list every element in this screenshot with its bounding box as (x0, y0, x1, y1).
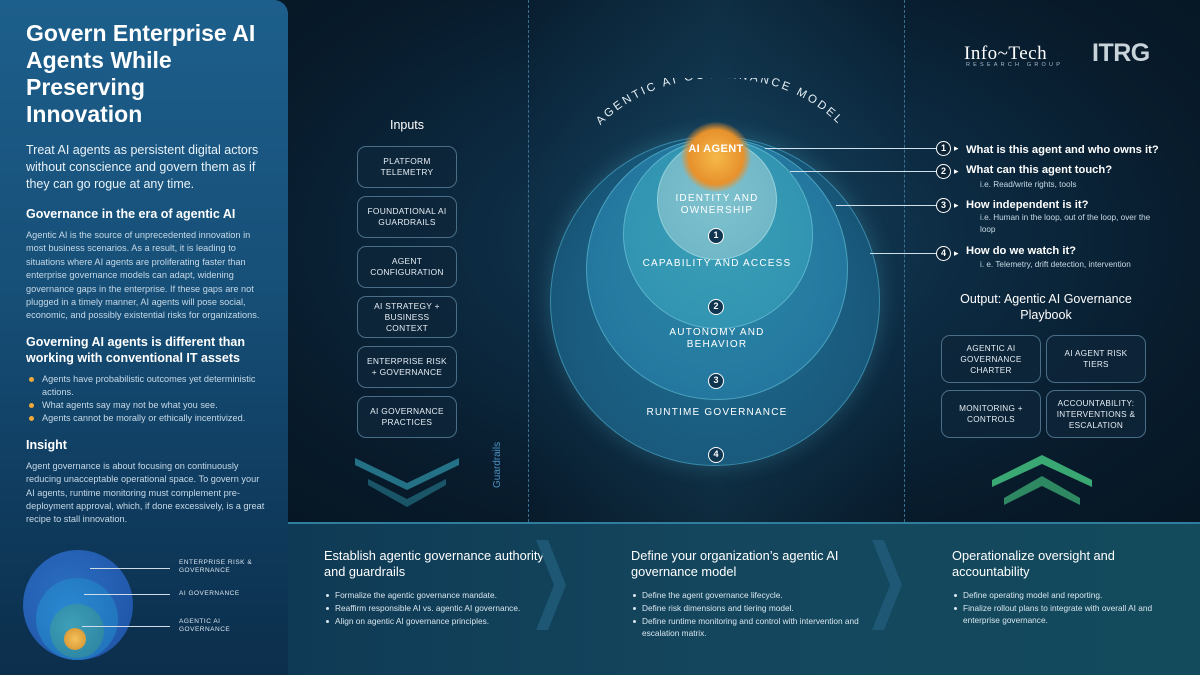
model-title-arc: AGENTIC AI GOVERNANCE MODEL (594, 78, 846, 127)
layer-label-identity: IDENTITY AND OWNERSHIP (675, 193, 759, 216)
input-ai-governance-practices: AI GOVERNANCE PRACTICES (357, 396, 457, 438)
difference-list: Agents have probabilistic outcomes yet d… (26, 373, 266, 425)
governance-scope-diagram: ENTERPRISE RISK & GOVERNANCE AI GOVERNAN… (20, 540, 280, 670)
input-foundational-guardrails: FOUNDATIONAL AI GUARDRAILS (357, 196, 457, 238)
arrow-right-icon: ▸ (954, 200, 959, 210)
output-divider (904, 0, 905, 522)
input-enterprise-risk: ENTERPRISE RISK + GOVERNANCE (357, 346, 457, 388)
layer-label-capability: CAPABILITY AND ACCESS (642, 258, 792, 269)
output-title: Output: Agentic AI Governance Playbook (960, 292, 1132, 322)
step-3-heading: Operationalize oversight and accountabil… (952, 548, 1115, 579)
infotech-logo: Info~Tech (964, 43, 1048, 64)
question-2: What can this agent touch? (966, 164, 1113, 176)
bullet-dot-icon (29, 415, 34, 421)
layer-number-1: 1 (708, 228, 724, 244)
output-up-chevron-icon (992, 455, 1092, 505)
label-agentic-governance: AGENTIC AI GOVERNANCE (179, 618, 231, 633)
bullet-dot-icon (29, 402, 34, 408)
step-2-heading: Define your organization’s agentic AI go… (631, 548, 839, 579)
output-governance-charter: AGENTIC AI GOVERNANCE CHARTER (941, 335, 1041, 383)
list-item: Align on agentic AI governance principle… (324, 616, 544, 628)
step-3: Operationalize oversight and accountabil… (952, 548, 1172, 628)
question-connector (836, 205, 936, 206)
list-item: Define runtime monitoring and control wi… (631, 616, 861, 639)
layer-label-autonomy: AUTONOMY AND BEHAVIOR (669, 327, 765, 350)
question-1: What is this agent and who owns it? (966, 144, 1159, 156)
step-3-list: Define operating model and reporting. Fi… (952, 590, 1172, 626)
list-item: Formalize the agentic governance mandate… (324, 590, 544, 602)
list-item: Agents cannot be morally or ethically in… (26, 412, 266, 425)
step-2-list: Define the agent governance lifecycle. D… (631, 590, 861, 639)
insight-body: Agent governance is about focusing on co… (26, 460, 265, 525)
arrow-right-icon: ▸ (954, 166, 959, 176)
question-3: How independent is it? (966, 199, 1089, 211)
arrow-right-icon: ▸ (954, 248, 959, 258)
step-1-heading: Establish agentic governance authority a… (324, 548, 544, 579)
label-enterprise-risk: ENTERPRISE RISK & GOVERNANCE (179, 559, 253, 574)
question-connector (870, 253, 936, 254)
list-item: What agents say may not be what you see. (26, 399, 266, 412)
question-number-2: 2 (936, 164, 951, 179)
input-platform-telemetry: PLATFORM TELEMETRY (357, 146, 457, 188)
step-1-list: Formalize the agentic governance mandate… (324, 590, 544, 628)
output-risk-tiers: AI AGENT RISK TIERS (1046, 335, 1146, 383)
guardrails-label: Guardrails (492, 441, 503, 488)
inputs-down-chevron-icon (355, 458, 459, 507)
question-number-1: 1 (936, 141, 951, 156)
page-title: Govern Enterprise AI Agents While Preser… (26, 20, 256, 127)
layer-label-runtime: RUNTIME GOVERNANCE (646, 407, 788, 418)
step-1: Establish agentic governance authority a… (324, 548, 544, 629)
question-4-detail: i. e. Telemetry, drift detection, interv… (980, 260, 1131, 269)
list-item: Reaffirm responsible AI vs. agentic AI g… (324, 603, 544, 615)
list-item: Define the agent governance lifecycle. (631, 590, 861, 602)
question-number-3: 3 (936, 198, 951, 213)
input-agent-configuration: AGENT CONFIGURATION (357, 246, 457, 288)
question-connector (790, 171, 936, 172)
inputs-title: Inputs (389, 118, 425, 132)
output-monitoring-controls: MONITORING + CONTROLS (941, 390, 1041, 438)
question-connector (765, 148, 936, 149)
list-item: Define risk dimensions and tiering model… (631, 603, 861, 615)
svg-text:AGENTIC AI GOVERNANCE MODEL: AGENTIC AI GOVERNANCE MODEL (594, 78, 846, 127)
itrg-logo: ITRG (1092, 39, 1150, 67)
list-item: Finalize rollout plans to integrate with… (952, 603, 1172, 626)
chevron-right-icon (536, 540, 566, 630)
step-2: Define your organization’s agentic AI go… (631, 548, 861, 641)
agent-core-circle (64, 628, 86, 650)
output-accountability: ACCOUNTABILITY: INTERVENTIONS & ESCALATI… (1046, 390, 1146, 438)
leader-line (84, 594, 170, 595)
model-title: AGENTIC AI GOVERNANCE MODEL (594, 78, 843, 127)
question-4: How do we watch it? (966, 245, 1077, 257)
ai-agent-core (681, 122, 751, 192)
section-heading-era: Governance in the era of agentic AI (26, 207, 236, 221)
chevron-right-icon (872, 540, 902, 630)
question-2-detail: i.e. Read/write rights, tools (980, 180, 1077, 189)
infotech-logo-subtitle: RESEARCH GROUP (966, 62, 1064, 68)
list-item: Agents have probabilistic outcomes yet d… (26, 373, 266, 399)
layer-number-2: 2 (708, 299, 724, 315)
leader-line (82, 626, 170, 627)
guardrail-divider (528, 0, 529, 522)
section-heading-different: Governing AI agents is different than wo… (26, 334, 246, 365)
question-number-4: 4 (936, 246, 951, 261)
label-ai-governance: AI GOVERNANCE (179, 590, 240, 597)
layer-number-3: 3 (708, 373, 724, 389)
steps-band (288, 522, 1200, 675)
layer-number-4: 4 (708, 447, 724, 463)
leader-line (90, 568, 170, 569)
ai-agent-label: AI AGENT (688, 143, 744, 155)
input-ai-strategy: AI STRATEGY + BUSINESS CONTEXT (357, 296, 457, 338)
arrow-right-icon: ▸ (954, 143, 959, 153)
section-body-era: Agentic AI is the source of unprecedente… (26, 230, 260, 321)
list-item: Define operating model and reporting. (952, 590, 1172, 602)
insight-heading: Insight (26, 437, 67, 452)
bullet-dot-icon (29, 376, 34, 382)
question-3-detail: i.e. Human in the loop, out of the loop,… (980, 213, 1151, 234)
intro-text: Treat AI agents as persistent digital ac… (26, 143, 259, 191)
